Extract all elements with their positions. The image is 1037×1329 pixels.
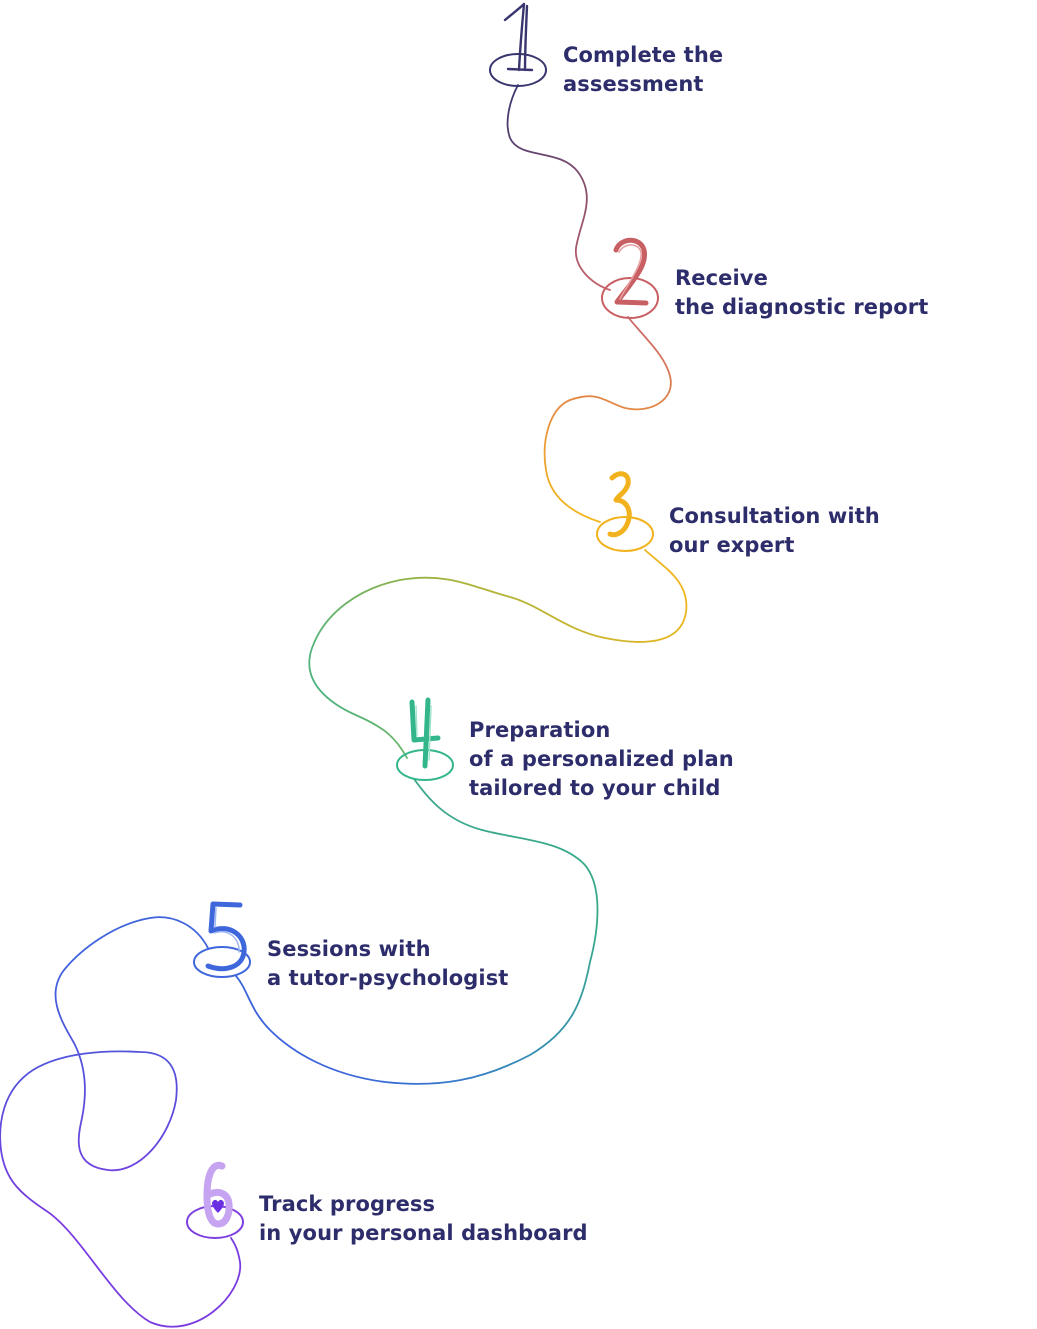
step-6-line-1: Track progress	[259, 1192, 436, 1216]
step-3-line-2: our expert	[669, 533, 795, 557]
step-2-label: Receive the diagnostic report	[675, 264, 928, 322]
step-4-label: Preparation of a personalized plan tailo…	[469, 716, 734, 803]
step-1-ellipse	[489, 53, 547, 87]
step-1-numeral	[503, 2, 534, 72]
step-5-line-2: a tutor-psychologist	[267, 966, 509, 990]
connector-5-6	[0, 916, 241, 1328]
step-5-marker	[193, 901, 251, 978]
step-2-ellipse	[601, 277, 659, 319]
connector-1-2	[506, 84, 611, 291]
step-3-line-1: Consultation with	[669, 504, 880, 528]
step-3-label: Consultation with our expert	[669, 502, 880, 560]
step-2-line-2: the diagnostic report	[675, 295, 929, 319]
step-3-marker	[596, 471, 654, 552]
step-5-numeral	[205, 901, 247, 972]
step-1-label: Complete the assessment	[563, 41, 723, 99]
step-2-line-1: Receive	[675, 266, 768, 290]
step-6-line-2: in your personal dashboard	[259, 1221, 588, 1245]
connector-4-5	[235, 778, 599, 1085]
heart-icon	[212, 1199, 224, 1213]
connector-3-4	[308, 549, 688, 759]
step-4-marker	[396, 697, 454, 781]
connector-2-3	[543, 316, 672, 523]
step-5-ellipse	[193, 946, 251, 978]
step-4-line-1: Preparation	[469, 718, 611, 742]
step-2-marker	[601, 237, 659, 319]
step-4-line-2: of a personalized plan	[469, 747, 734, 771]
step-1-marker	[489, 2, 547, 87]
step-6-label: Track progress in your personal dashboar…	[259, 1190, 588, 1248]
step-3-ellipse	[596, 516, 654, 552]
step-1-line-2: assessment	[563, 72, 704, 96]
step-4-line-3: tailored to your child	[469, 776, 721, 800]
step-6-numeral	[203, 1161, 233, 1228]
step-5-line-1: Sessions with	[267, 937, 431, 961]
step-6-marker	[186, 1161, 244, 1239]
step-5-label: Sessions with a tutor-psychologist	[267, 935, 508, 993]
step-3-numeral	[607, 471, 632, 538]
step-1-line-1: Complete the	[563, 43, 724, 67]
